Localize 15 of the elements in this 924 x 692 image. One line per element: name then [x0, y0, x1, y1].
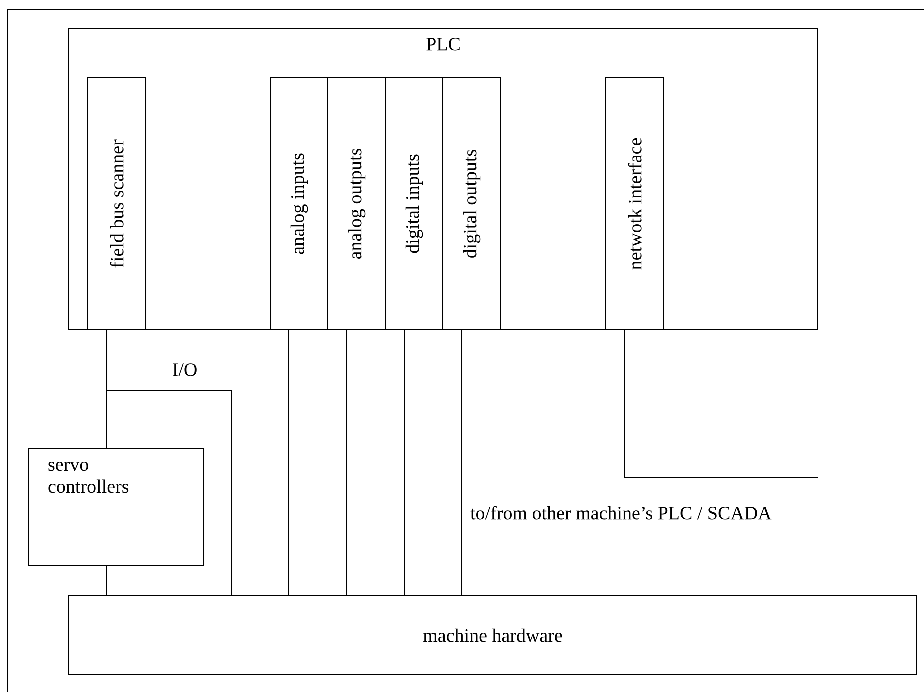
connector-line	[346, 330, 348, 596]
module-box: analog outputs	[328, 78, 386, 330]
note-text: to/from other machine’s PLC / SCADA	[470, 506, 772, 520]
edge-label: I/O	[173, 364, 197, 376]
connector-line	[404, 330, 406, 596]
module-box: digital inputs	[386, 78, 444, 330]
connector-line	[106, 566, 108, 596]
module-box: field bus scanner	[88, 78, 146, 330]
controller-box: servo controllers	[28, 448, 204, 566]
connector-line	[624, 330, 818, 478]
module-box: netwotk interface	[606, 78, 664, 330]
connector-line	[288, 330, 290, 596]
module-box: analog inputs	[270, 78, 328, 330]
hardware-box: machine hardware	[68, 596, 918, 676]
module-box: digital outputs	[442, 78, 502, 330]
